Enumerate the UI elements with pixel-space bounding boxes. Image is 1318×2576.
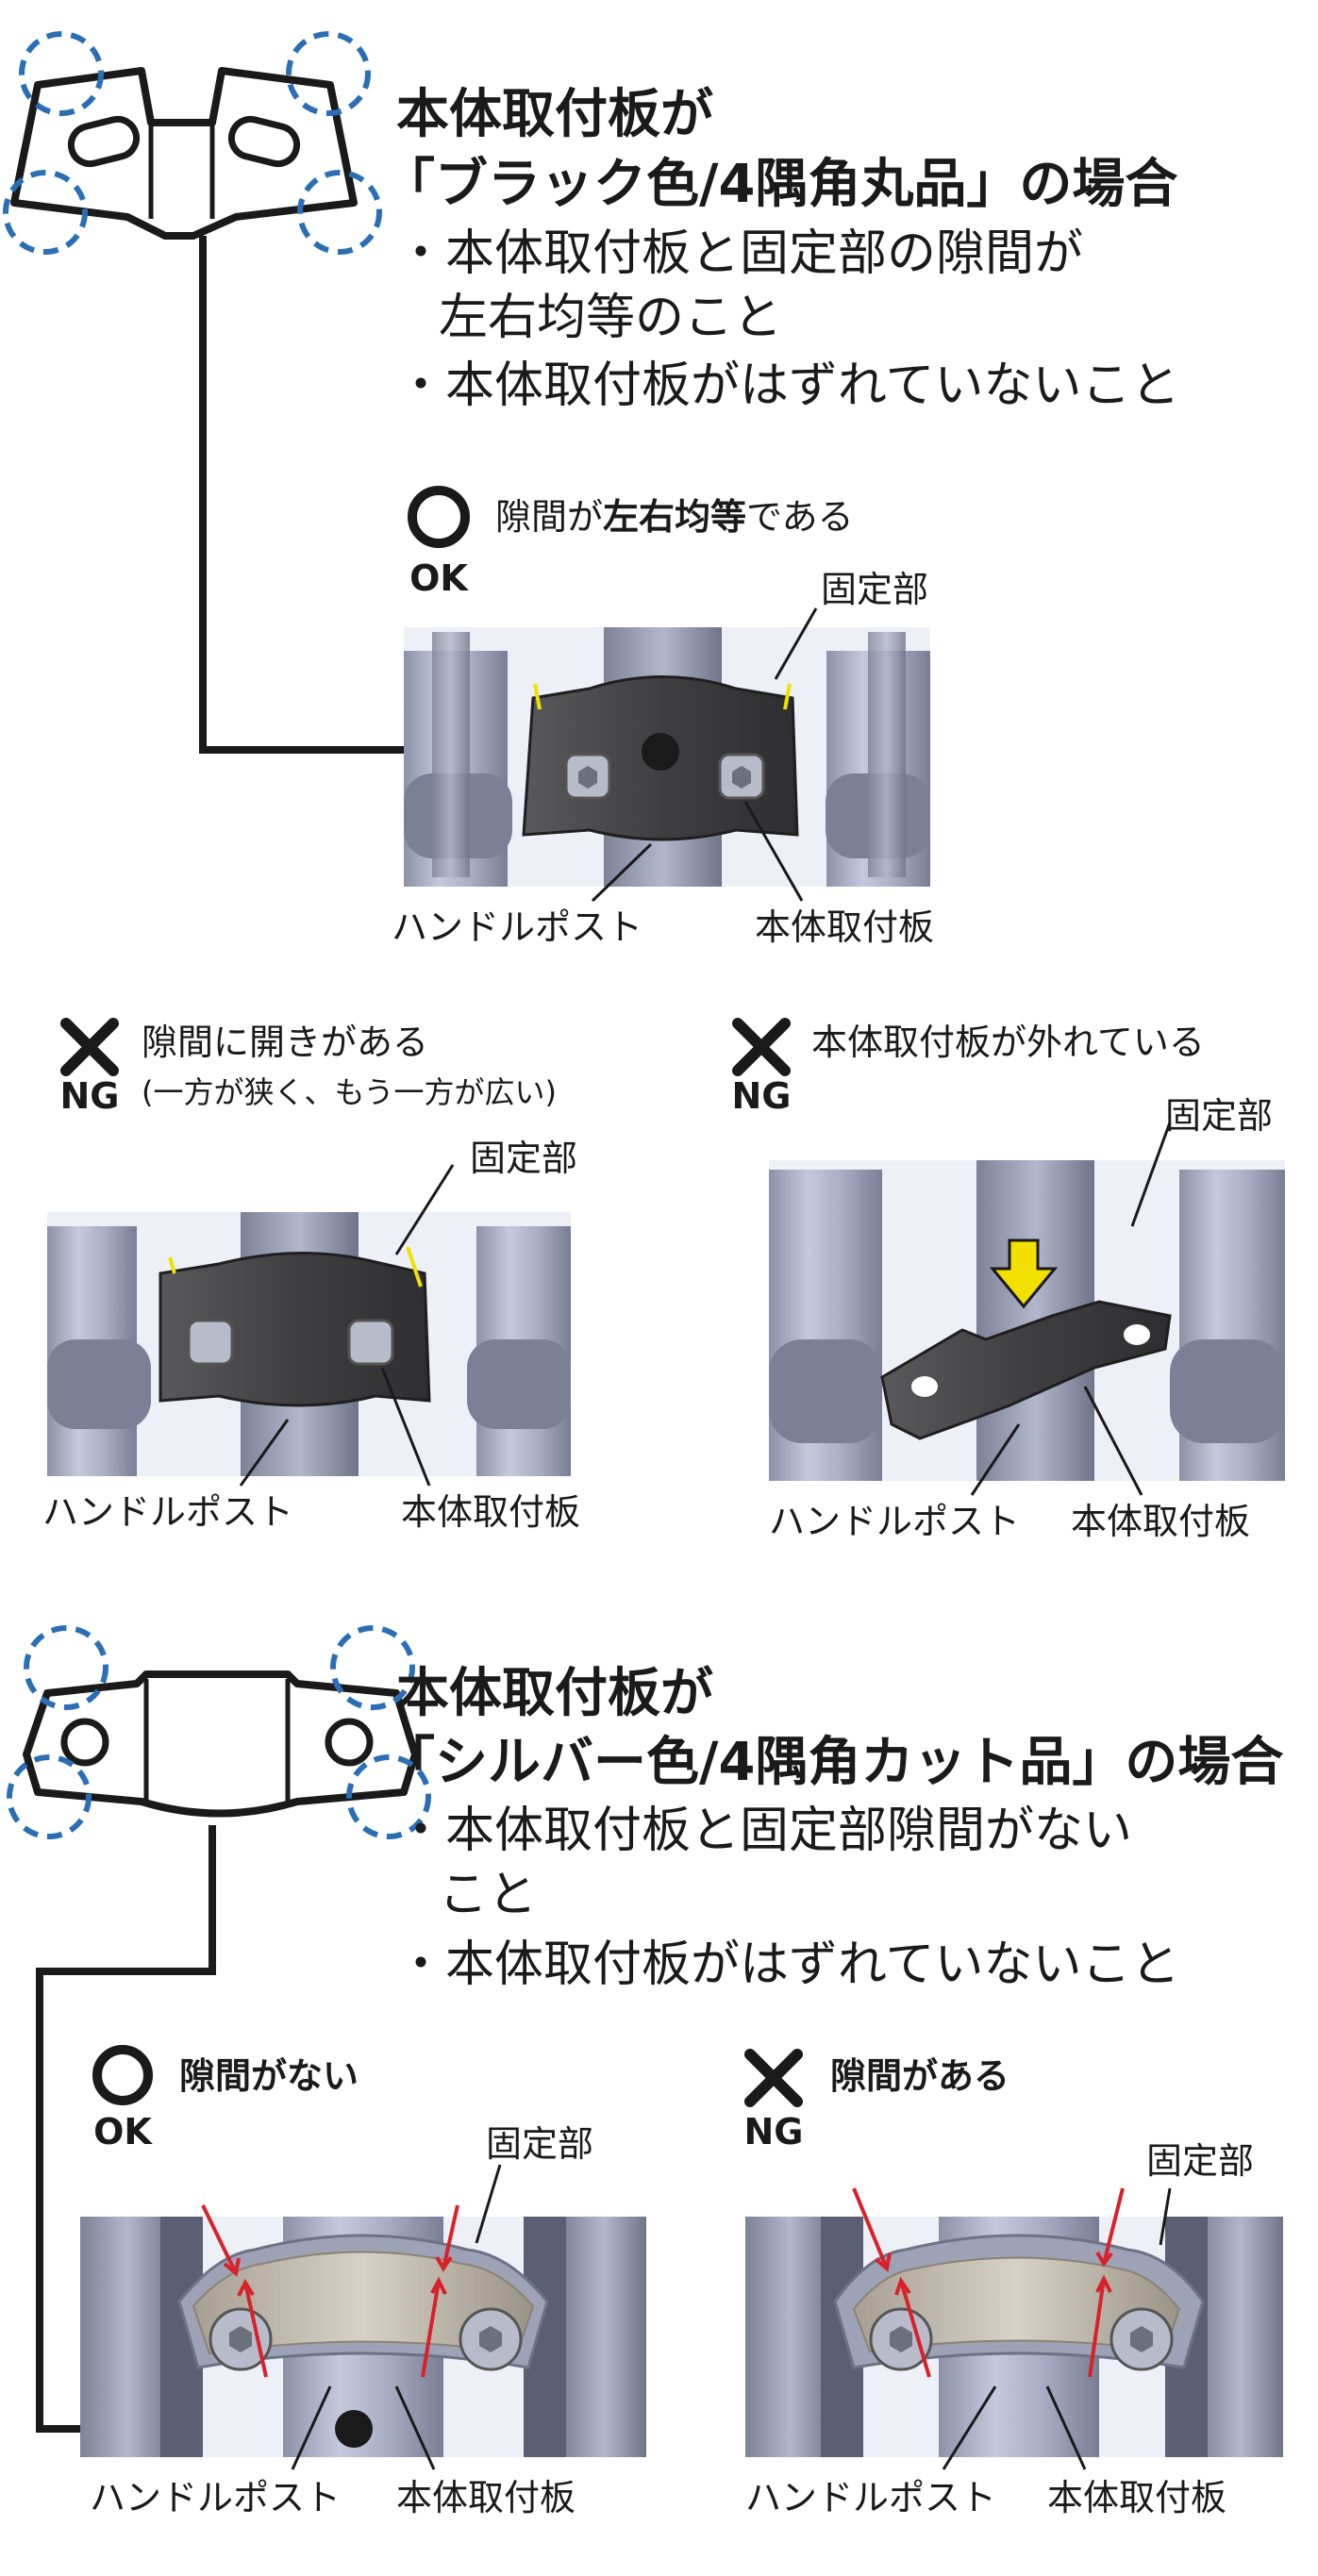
ng1-photo-leaders (239, 1164, 455, 1487)
section2-title-line2: 「シルバー色/4隅角カット品」の場合 (382, 1732, 1284, 1793)
ng-x-mark-1 (60, 1018, 119, 1076)
ng2-label-post: ハンドルポスト (769, 1501, 1021, 1542)
section2-bullet-1: ・本体取付板と固定部隙間がない (396, 1803, 1133, 1859)
ng2-label-fixed: 固定部 (1165, 1095, 1274, 1137)
ng2-status: 本体取付板が外れている (811, 1022, 1205, 1063)
ok2-red-arrows (201, 2204, 459, 2378)
section2-title-line1: 本体取付板が (396, 1663, 713, 1724)
plate-icon-rounded (10, 67, 358, 240)
corner-callout-circles-1 (3, 31, 382, 255)
ok-photo-label-plate: 本体取付板 (755, 906, 935, 948)
corner-callout-circles-2 (7, 1625, 431, 1839)
section1-bullet-1: ・本体取付板と固定部の隙間が (396, 225, 1084, 282)
ok-photo-label-post: ハンドルポスト (392, 906, 643, 948)
ng1-label-plate: 本体取付板 (401, 1491, 581, 1533)
ok-circle-mark-2 (92, 2045, 153, 2105)
ng-x-mark-2 (732, 1018, 791, 1076)
ng1-label: NG (59, 1075, 120, 1117)
photo-ng-uneven-gap (47, 1212, 571, 1476)
down-arrow-icon (989, 1238, 1059, 1309)
section2-bullet-2: ・本体取付板がはずれていないこと (396, 1936, 1180, 1993)
section1-title-line1: 本体取付板が (396, 84, 713, 145)
ng1-status: 隙間に開きがある (142, 1022, 429, 1063)
ng-x-mark-3 (744, 2049, 803, 2107)
ng3-photo-leaders (942, 2187, 1172, 2470)
ok2-photo-leaders (291, 2164, 502, 2470)
section1-title-line2: 「ブラック色/4隅角丸品」の場合 (382, 154, 1178, 215)
section1-bullet-2: ・本体取付板がはずれていないこと (396, 357, 1180, 414)
ng3-label-plate: 本体取付板 (1047, 2477, 1227, 2518)
ok2-status: 隙間がない (179, 2055, 359, 2097)
ng2-label: NG (731, 1075, 792, 1117)
ok-label-1: OK (409, 557, 468, 599)
photo-ng-gap-exists (745, 2217, 1283, 2457)
ok-circle-mark-1 (408, 486, 470, 548)
ok2-label-plate: 本体取付板 (396, 2477, 576, 2518)
ng3-red-arrows (852, 2187, 1125, 2378)
photo-ng-detached (769, 1160, 1285, 1481)
ng1-label-fixed: 固定部 (470, 1138, 578, 1179)
ok-status-1: 隙間が左右均等である (495, 496, 854, 538)
section1-bullet-1-cont: 左右均等のこと (439, 290, 783, 346)
ng3-label: NG (743, 2111, 804, 2152)
ok2-label-fixed: 固定部 (486, 2123, 594, 2165)
plate-icon-cut (23, 1670, 419, 1818)
ng3-label-post: ハンドルポスト (745, 2477, 997, 2518)
photo-ok-black-plate (404, 627, 930, 887)
ng1-label-post: ハンドルポスト (42, 1491, 294, 1533)
section2-bullet-1-cont: こと (439, 1867, 538, 1923)
ok-photo-leaders (591, 607, 818, 903)
ok-photo-label-fixed: 固定部 (821, 569, 929, 610)
ng2-label-plate: 本体取付板 (1071, 1501, 1251, 1542)
ng3-label-fixed: 固定部 (1146, 2140, 1255, 2182)
ok2-label-post: ハンドルポスト (90, 2477, 342, 2518)
ng2-photo-leaders (970, 1122, 1172, 1496)
ng1-note: (一方が狭く、もう一方が広い) (142, 1074, 558, 1110)
photo-ok-silver-plate (80, 2217, 646, 2457)
ng3-status: 隙間がある (830, 2055, 1010, 2097)
ok2-label: OK (93, 2111, 152, 2152)
